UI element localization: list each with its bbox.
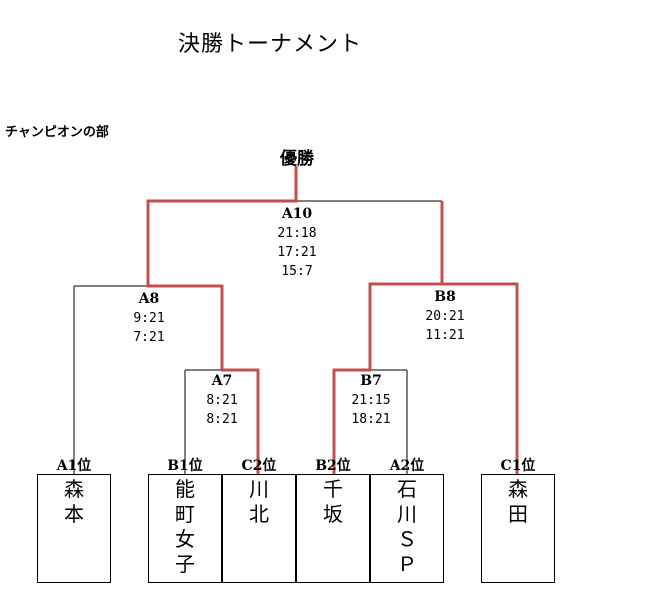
match-id: B7 xyxy=(360,373,382,389)
team-name-char: 川 xyxy=(249,477,269,501)
seed-label: A1位 xyxy=(56,458,92,474)
set-score: 7:21 xyxy=(133,330,165,345)
team-box: 千 坂 xyxy=(296,474,370,583)
division-label: チャンピオンの部 xyxy=(5,125,109,140)
set-score: 17:21 xyxy=(277,245,317,260)
team-name-char: 森 xyxy=(64,477,84,501)
match-id: B8 xyxy=(434,289,456,305)
match-id: A7 xyxy=(211,373,233,389)
team-name-char: 女 xyxy=(175,527,195,551)
team-name-char: 石 xyxy=(397,477,417,501)
team-name-char: 川 xyxy=(397,502,417,526)
team-box: 森 田 xyxy=(481,474,555,583)
seed-label: C2位 xyxy=(241,458,277,474)
team-box: 森 本 xyxy=(37,474,111,583)
set-score: 21:15 xyxy=(351,393,391,408)
set-score: 20:21 xyxy=(425,309,465,324)
set-score: 8:21 xyxy=(206,393,238,408)
set-score: 18:21 xyxy=(351,412,391,427)
team-name-char: 町 xyxy=(175,502,195,526)
team-name-char: 坂 xyxy=(323,502,343,526)
team-name-char: 田 xyxy=(508,502,528,526)
winner-line-b8 xyxy=(440,201,519,474)
team-name-char: 子 xyxy=(175,552,195,576)
set-score: 9:21 xyxy=(133,311,165,326)
match-id: A8 xyxy=(138,291,160,307)
match-a10: A10 21:18 17:21 15:7 xyxy=(257,205,337,281)
seed-label: C1位 xyxy=(500,458,536,474)
match-a7: A7 8:21 8:21 xyxy=(182,372,262,429)
match-b8: B8 20:21 11:21 xyxy=(405,288,485,345)
team-name-char: 森 xyxy=(508,477,528,501)
match-id: A10 xyxy=(281,206,313,222)
seed-label: B2位 xyxy=(315,458,351,474)
winner-line-top xyxy=(146,166,298,474)
team-name-char: 千 xyxy=(323,477,343,501)
match-b7: B7 21:15 18:21 xyxy=(331,372,411,429)
team-box: 川 北 xyxy=(222,474,296,583)
match-a8: A8 9:21 7:21 xyxy=(109,290,189,347)
team-name-char: 北 xyxy=(249,502,269,526)
team-box: 能 町 女 子 xyxy=(148,474,222,583)
seed-label: B1位 xyxy=(167,458,203,474)
champion-label: 優勝 xyxy=(280,149,314,169)
team-name-char: Ｓ xyxy=(397,527,417,551)
seed-label: A2位 xyxy=(389,458,425,474)
team-name-char: 能 xyxy=(175,477,195,501)
team-name-char: Ｐ xyxy=(397,552,417,576)
winner-line-b7 xyxy=(332,282,442,474)
set-score: 8:21 xyxy=(206,412,238,427)
team-box: 石 川 Ｓ Ｐ xyxy=(370,474,444,583)
set-score: 11:21 xyxy=(425,328,465,343)
set-score: 15:7 xyxy=(281,264,313,279)
team-name-char: 本 xyxy=(64,502,84,526)
page-title: 決勝トーナメント xyxy=(178,32,363,57)
set-score: 21:18 xyxy=(277,226,317,241)
